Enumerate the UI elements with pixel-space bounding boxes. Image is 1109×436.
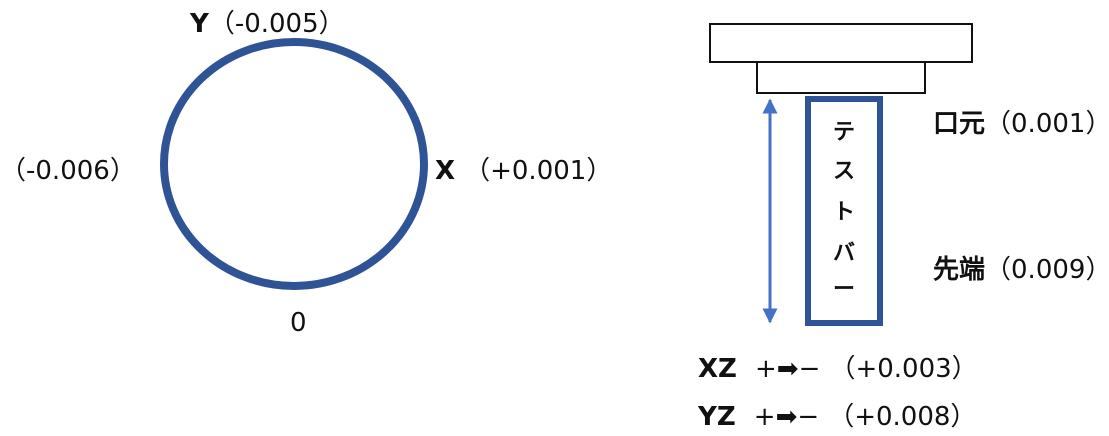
test-bar-char-3: ト xyxy=(833,200,856,225)
holder-top-plate xyxy=(709,23,973,63)
test-bar xyxy=(805,96,883,326)
test-bar-char-1: テ xyxy=(833,120,856,145)
tip-label: 先端（0.009） xyxy=(933,257,1109,283)
base-value: （0.001） xyxy=(985,109,1109,139)
test-bar-char-4: バ xyxy=(833,241,856,266)
test-bar-char-5: ー xyxy=(833,277,856,302)
xz-name: XZ xyxy=(698,354,737,384)
y-axis-name: Y xyxy=(190,9,209,39)
xz-value: （+0.003） xyxy=(829,354,978,384)
runout-circle xyxy=(160,38,428,290)
y-axis-label: Y（-0.005） xyxy=(190,11,345,37)
test-bar-char-2: ス xyxy=(833,159,856,184)
yz-tilt-label: YZ +➡− （+0.008） xyxy=(698,404,976,430)
yz-direction: +➡− xyxy=(753,402,820,432)
tip-value: （0.009） xyxy=(985,255,1109,285)
xz-tilt-label: XZ +➡− （+0.003） xyxy=(698,356,978,382)
yz-value: （+0.008） xyxy=(828,402,977,432)
x-axis-label: X （+0.001） xyxy=(435,158,612,184)
tip-name: 先端 xyxy=(933,255,986,285)
bottom-value-label: 0 xyxy=(290,308,307,338)
base-name: 口元 xyxy=(933,109,986,139)
x-axis-name: X xyxy=(435,156,456,186)
x-axis-value: （+0.001） xyxy=(464,156,613,186)
xz-direction: +➡− xyxy=(755,354,821,384)
yz-name: YZ xyxy=(698,402,736,432)
y-axis-value: （-0.005） xyxy=(208,9,345,39)
left-value-label: （-0.006） xyxy=(0,156,136,186)
base-label: 口元（0.001） xyxy=(933,111,1109,137)
holder-lower-plate xyxy=(756,61,926,94)
